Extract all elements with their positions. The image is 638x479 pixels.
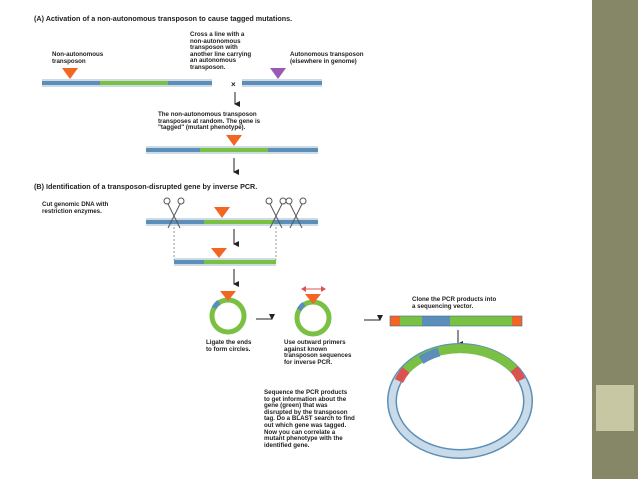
outward-primers-label: Use outward primers against known transp… — [284, 339, 352, 366]
tagged-dna-strand — [146, 146, 318, 154]
scissors-icon — [285, 197, 307, 229]
dna-strand-right — [242, 79, 322, 87]
autonomous-transposon-marker — [270, 68, 286, 79]
primer-transposon-marker — [305, 294, 321, 304]
random-transposition-label: The non-autonomous transposon transposes… — [158, 111, 261, 132]
genomic-dna-strand — [146, 218, 318, 226]
non-autonomous-transposon-label: Non-autonomous transposon — [52, 51, 104, 65]
cross-symbol: × — [231, 80, 236, 89]
figure-graphics — [42, 68, 533, 459]
pcr-product-bar — [389, 315, 523, 327]
clone-pcr-label: Clone the PCR products into a sequencing… — [412, 296, 497, 310]
section-a-heading: (A) Activation of a non-autonomous trans… — [34, 14, 293, 23]
circle-transposon-marker — [220, 291, 236, 301]
fragment-transposon-marker — [211, 248, 227, 258]
inserted-transposon-marker — [226, 135, 242, 146]
sequencing-vector — [387, 343, 533, 459]
primed-circle — [294, 299, 332, 337]
section-b-heading: (B) Identification of a transposon-disru… — [34, 182, 258, 191]
transposon-marker-b — [214, 207, 230, 218]
dna-fragment — [174, 258, 276, 266]
slide-sidebar-accent — [596, 385, 634, 431]
cross-description-label: Cross a line with a non-autonomous trans… — [190, 31, 252, 71]
scissors-icon — [163, 197, 185, 229]
autonomous-transposon-label: Autonomous transposon (elsewhere in geno… — [290, 51, 364, 65]
dna-strand-left — [42, 79, 212, 87]
primer-arrowhead-left — [301, 286, 306, 292]
figure-slide: (A) Activation of a non-autonomous trans… — [28, 8, 588, 462]
circularized-fragment — [209, 297, 247, 335]
cut-dna-label: Cut genomic DNA with restriction enzymes… — [42, 201, 109, 215]
scissors-icon — [265, 197, 287, 229]
non-autonomous-transposon-marker — [62, 68, 78, 79]
ligate-label: Ligate the ends to form circles. — [206, 339, 252, 353]
primer-arrowhead-right — [321, 286, 326, 292]
sequence-pcr-label: Sequence the PCR products to get informa… — [264, 389, 355, 449]
